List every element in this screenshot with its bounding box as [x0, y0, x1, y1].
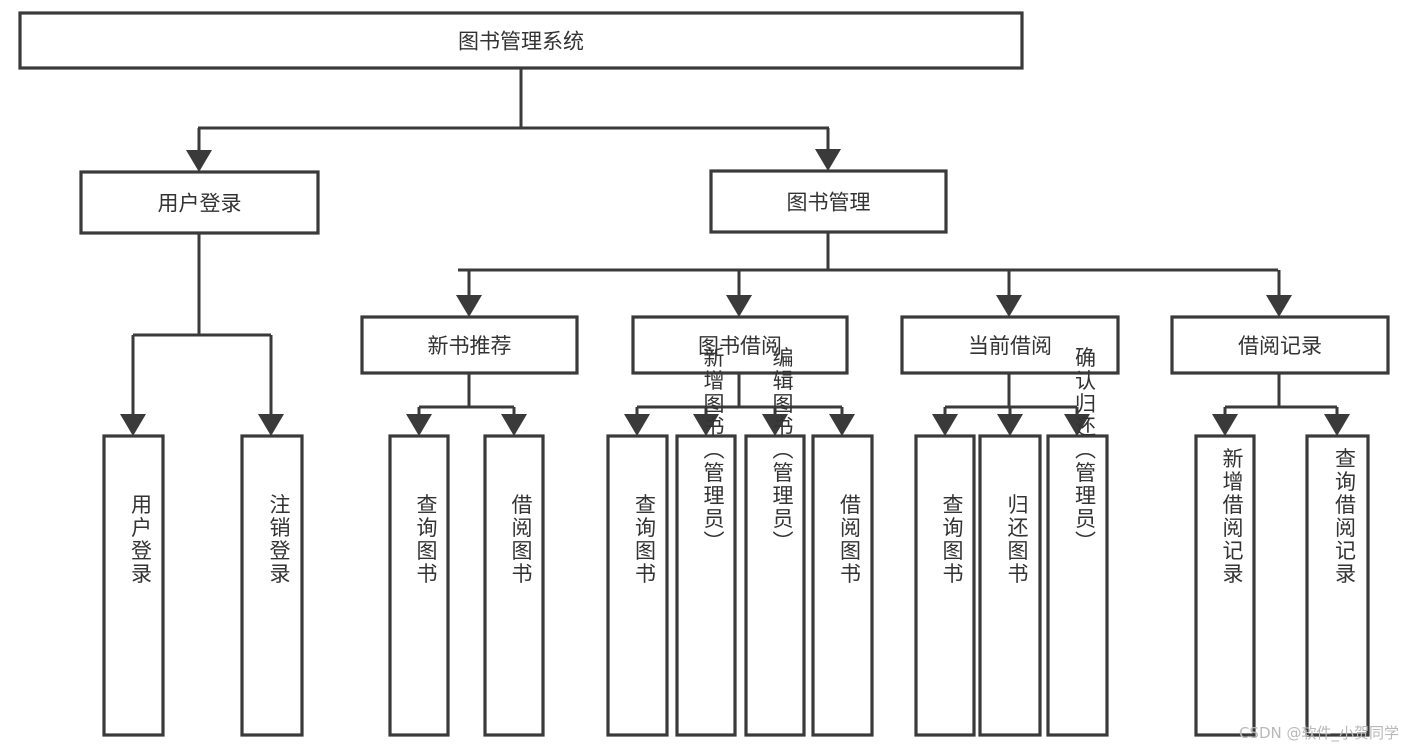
connector-group-borrowrecord-to-leaves [1212, 373, 1350, 436]
arrow-head-icon [624, 414, 650, 436]
node-leaf-add-book[interactable]: 新增图书（管理员） [675, 347, 737, 737]
node-book-manage[interactable]: 图书管理 [709, 169, 948, 234]
node-leaf-borrow-book-2[interactable]: 借阅图书 [811, 434, 874, 737]
node-box[interactable] [240, 434, 304, 737]
node-label: 编辑图书（管理员） [770, 347, 794, 554]
node-box[interactable] [744, 434, 806, 737]
node-box[interactable] [914, 434, 976, 737]
node-leaf-query-book-1[interactable]: 查询图书 [388, 434, 450, 737]
arrow-head-icon [932, 414, 958, 436]
node-label: 图书管理系统 [458, 30, 584, 54]
arrow-head-icon [726, 295, 752, 317]
node-box[interactable] [79, 170, 320, 235]
arrow-head-icon [1212, 414, 1238, 436]
node-label: 新增图书（管理员） [701, 347, 725, 554]
node-leaf-add-record[interactable]: 新增借阅记录 [1194, 434, 1256, 737]
node-label: 归还图书 [1005, 494, 1029, 586]
arrow-head-icon [406, 414, 432, 436]
node-leaf-query-book-2[interactable]: 查询图书 [606, 434, 669, 737]
node-current-borrow[interactable]: 当前借阅 [900, 315, 1120, 375]
node-label: 借阅图书 [509, 494, 533, 586]
node-box[interactable] [606, 434, 669, 737]
node-box[interactable] [388, 434, 450, 737]
node-box[interactable] [483, 434, 545, 737]
node-new-book-rec[interactable]: 新书推荐 [360, 315, 579, 375]
node-leaf-user-login[interactable]: 用户登录 [102, 434, 165, 737]
node-label: 当前借阅 [968, 334, 1052, 358]
node-label: 查询图书 [940, 494, 964, 586]
node-box[interactable] [978, 434, 1042, 737]
node-label: 新书推荐 [428, 334, 512, 358]
connectors-layer [120, 68, 1350, 436]
arrow-head-icon [456, 295, 482, 317]
node-box[interactable] [360, 315, 579, 375]
node-leaf-confirm-return[interactable]: 确认归还（管理员） [1046, 347, 1109, 737]
node-box[interactable] [900, 315, 1120, 375]
node-label: 图书管理 [787, 191, 871, 215]
node-user-login[interactable]: 用户登录 [79, 170, 320, 235]
arrow-head-icon [762, 414, 788, 436]
node-book-borrow[interactable]: 图书借阅 [631, 315, 849, 375]
connector-group-currentborrow-to-leaves [932, 373, 1090, 436]
nodes-layer: 图书管理系统用户登录图书管理新书推荐图书借阅当前借阅借阅记录用户登录注销登录查询… [18, 11, 1390, 737]
node-box[interactable] [709, 169, 948, 234]
node-box[interactable] [1305, 434, 1370, 737]
node-label: 查询图书 [414, 494, 438, 586]
arrow-head-icon [829, 414, 855, 436]
node-label: 图书借阅 [698, 334, 782, 358]
node-leaf-query-record[interactable]: 查询借阅记录 [1305, 434, 1370, 737]
node-label: 确认归还（管理员） [1073, 347, 1097, 554]
arrow-head-icon [1324, 414, 1350, 436]
connector-group-bookborrow-to-leaves [624, 373, 855, 436]
arrow-head-icon [1064, 414, 1090, 436]
arrow-head-icon [120, 414, 146, 436]
arrow-head-icon [258, 414, 284, 436]
node-box[interactable] [1170, 315, 1390, 375]
connector-group-root-to-level2 [186, 68, 841, 172]
arrow-head-icon [1266, 295, 1292, 317]
arrow-head-icon [996, 295, 1022, 317]
arrow-head-icon [693, 414, 719, 436]
arrow-head-icon [186, 150, 212, 172]
arrow-head-icon [815, 149, 841, 171]
connector-group-newbookrec-to-leaves [406, 373, 527, 436]
node-label: 用户登录 [129, 494, 153, 586]
node-leaf-borrow-book-1[interactable]: 借阅图书 [483, 434, 545, 737]
node-leaf-query-book-3[interactable]: 查询图书 [914, 434, 976, 737]
node-label: 用户登录 [158, 192, 242, 216]
node-leaf-edit-book[interactable]: 编辑图书（管理员） [744, 347, 806, 737]
node-box[interactable] [631, 315, 849, 375]
node-label: 借阅记录 [1238, 334, 1322, 358]
node-box[interactable] [675, 434, 737, 737]
node-borrow-record[interactable]: 借阅记录 [1170, 315, 1390, 375]
node-label: 查询图书 [633, 494, 657, 586]
node-label: 借阅图书 [838, 494, 862, 586]
node-root[interactable]: 图书管理系统 [18, 11, 1024, 70]
node-box[interactable] [811, 434, 874, 737]
arrow-head-icon [501, 414, 527, 436]
node-leaf-return-book[interactable]: 归还图书 [978, 434, 1042, 737]
connector-group-bookmanage-to-level3 [456, 232, 1292, 317]
node-leaf-logout[interactable]: 注销登录 [240, 434, 304, 737]
node-box[interactable] [102, 434, 165, 737]
node-label: 注销登录 [267, 494, 291, 586]
connector-group-userlogin-to-leaves [120, 233, 284, 436]
node-box[interactable] [1046, 434, 1109, 737]
node-label: 新增借阅记录 [1220, 448, 1244, 586]
node-label: 查询借阅记录 [1333, 448, 1357, 586]
node-box[interactable] [18, 11, 1024, 70]
node-box[interactable] [1194, 434, 1256, 737]
arrow-head-icon [997, 414, 1023, 436]
